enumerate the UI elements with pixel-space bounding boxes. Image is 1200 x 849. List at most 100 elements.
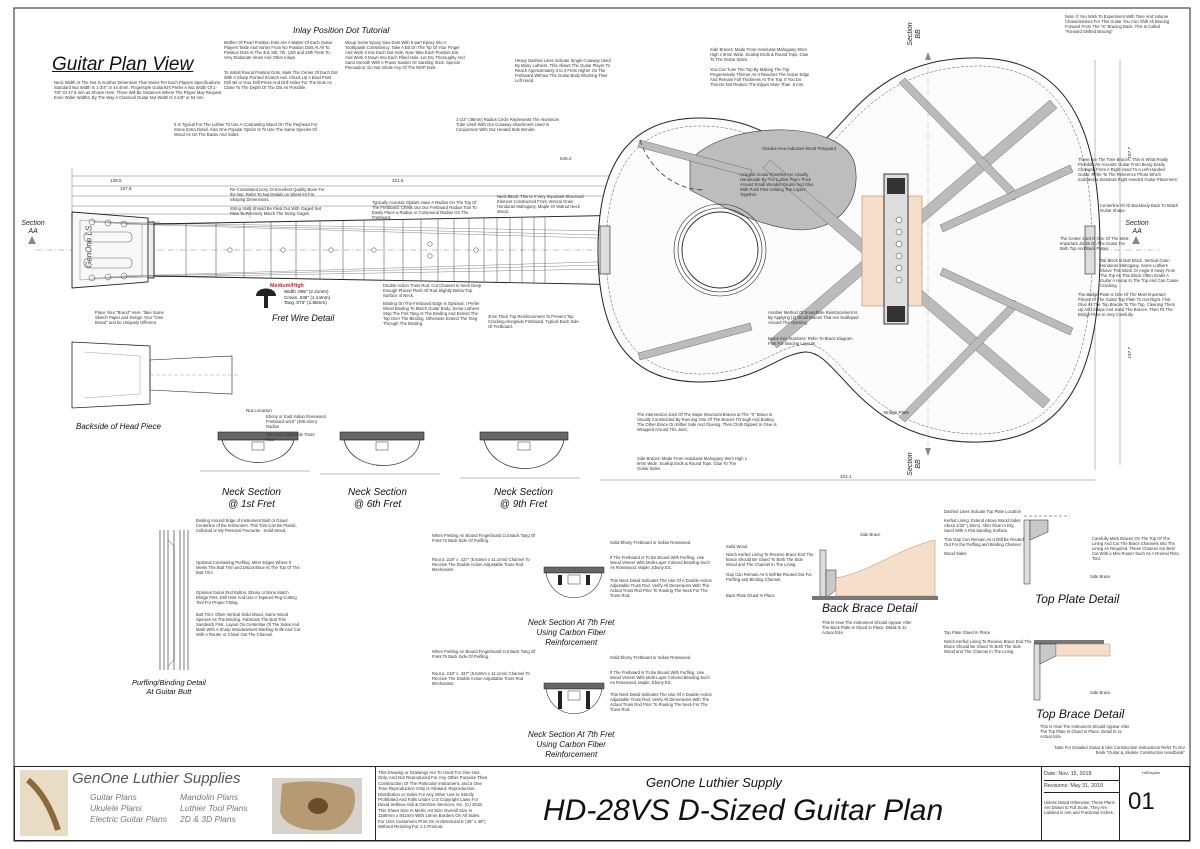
- note-ebony-fretboard: Ebony or East Indian Rosewood Fretboard …: [266, 414, 326, 429]
- note-tp-wood-sides: Wood Sides: [944, 551, 967, 556]
- note-tb-kerfed: Notch Kerfed Lining To Receive Brace End…: [944, 639, 1032, 654]
- link-ukulele-plans[interactable]: Ukulele Plans: [90, 803, 142, 813]
- fret-wire-specs: Medium/High Width .095" (2.41mm) Crown .…: [270, 283, 331, 306]
- supply-name: GenOne Luthier Supply: [646, 775, 782, 790]
- plan-view-title: Guitar Plan View: [52, 54, 194, 75]
- purfling-title-line1: Purfling/Binding Detail: [132, 678, 206, 687]
- link-guitar-plans[interactable]: Guitar Plans: [90, 792, 137, 802]
- note-tb-appearance: This Is How The Instrument Should Appear…: [1040, 724, 1130, 739]
- plan-unless-noted: Unless Noted Otherwise, These Plans Are …: [1044, 800, 1115, 815]
- purfling-title-line2: At Guitar Butt: [146, 687, 192, 696]
- note-handbook: Note For Detailed Guitar & Uke Construct…: [1054, 745, 1185, 755]
- link-2d-3d-plans[interactable]: 2D & 3D Plans: [180, 814, 236, 824]
- tail-block: [1084, 225, 1096, 275]
- neck-7a-line1: Neck Section At 7th Fret: [528, 618, 615, 627]
- note-centerline-back: Centerline Of All Backbody Back To Match…: [1100, 203, 1179, 213]
- note-tp-side-brace: Side Brace: [1090, 574, 1111, 579]
- plan-revisions: Revisions: May 31, 2019: [1044, 783, 1120, 793]
- inlay-tutorial-title: Inlay Position Dot Tutorial: [293, 25, 390, 35]
- title-block: [14, 766, 1190, 841]
- top-plate-graphic: [1023, 515, 1070, 585]
- note-bb-solid-wood: Solid Wood: [726, 544, 748, 549]
- note-bb-back-plate: Back Plate Glued In Place: [726, 593, 775, 598]
- headstock-brand: GenOne LS: [84, 225, 94, 268]
- section-bb-top: Section BB: [907, 22, 922, 46]
- section-bb-bottom: Section BB: [907, 452, 922, 476]
- guitar-body: [597, 57, 1101, 443]
- neck-section-1-line1: Neck Section: [222, 487, 281, 498]
- copyright-notice: This Drawing or Drawings Are To Used For…: [378, 770, 488, 830]
- neck-cf-section-b: [543, 682, 605, 714]
- purfling-title: Purfling/Binding Detail At Guitar Butt: [132, 678, 206, 696]
- neck-section-6-line1: Neck Section: [348, 487, 407, 498]
- note-tail-block: Tail Block Is Butt Block. Vertical Grain…: [1100, 258, 1179, 288]
- backside-head-title: Backside of Head Piece: [76, 422, 161, 431]
- dim-167: 167.8: [120, 186, 132, 191]
- note-cutaway: Heavy Dashed Lines Indicate Single Cutaw…: [515, 58, 611, 83]
- note-forward-shifted: Note: If You Wish To Experiment With Ton…: [1065, 14, 1170, 34]
- title-block-divider-1: [375, 767, 376, 840]
- note-neck-block: Neck Block: This Is A Very Important Str…: [497, 194, 584, 214]
- note-radius-circle: 1-1/2" (38mm) Radius Circle Represents T…: [456, 117, 560, 132]
- note-purfling-2: Optional Contrasting Purfling. Miter Edg…: [196, 560, 300, 575]
- note-tp-lining: Kerfed Lining: Extend Above Wood Sides A…: [944, 518, 1021, 533]
- dim-139: 139.5: [110, 178, 122, 183]
- top-brace-title: Top Brace Detail: [1036, 707, 1125, 721]
- links-left: Guitar Plans Ukulele Plans Electric Guit…: [90, 792, 167, 825]
- bridge: [883, 173, 909, 325]
- link-mandolin-plans[interactable]: Mandolin Plans: [180, 792, 239, 802]
- note-ivory-nut: Re-Constituted Ivory Or Excellent Qualit…: [230, 187, 325, 202]
- note-bb-side-brace: Side Brace: [860, 532, 881, 537]
- soundhole-rosette: [673, 203, 767, 297]
- note-center-joint: The Center Joint Is One Of The Most Impo…: [1060, 236, 1129, 251]
- author-tag: HdDrsplan: [1142, 771, 1160, 775]
- note-bridge-plate: The Bridge Plate Is One Of The Most Impo…: [1078, 292, 1176, 317]
- note-cf-8: Solid Ebony Fretboard or Indian Rosewood…: [610, 655, 692, 660]
- neck-section-6-title: Neck Section @ 6th Fret: [348, 487, 407, 511]
- note-tp-dashed: Dashed Lines Indicate Top Plate Location: [944, 509, 1021, 514]
- plan-date: Date: Nov. 15, 2018: [1044, 771, 1120, 781]
- links-right: Mandolin Plans Luthier Tool Plans 2D & 3…: [180, 792, 248, 825]
- soundhole: [681, 211, 759, 289]
- fret-wire-crown: Crown .045" (1.14mm): [284, 294, 331, 300]
- fret-wire-grade: Medium/High: [270, 283, 304, 289]
- note-bb-appearance: This Is How The Instrument Should Appear…: [822, 620, 912, 635]
- back-brace-title: Back Brace Detail: [822, 601, 918, 615]
- neck-7a-line3: Reinforcement: [545, 638, 598, 647]
- note-peghead: It Is Typical For The Luthier To Use A C…: [174, 122, 318, 137]
- note-cf-2: Rout a .218" x .437" (5.54mm x 11.1mm) C…: [432, 557, 530, 572]
- neck-7b-title: Neck Section At 7th Fret Using Carbon Fi…: [528, 730, 614, 760]
- plan-title: HD-28VS D-Sized Guitar Plan: [543, 794, 944, 827]
- headstock: [71, 211, 149, 289]
- neck-7a-line2: Using Carbon Fiber: [536, 628, 606, 637]
- note-bb-kerfed: Notch Kerfed Lining To Receive Brace End…: [726, 552, 814, 567]
- neck-section-9-line1: Neck Section: [494, 487, 553, 498]
- fret-wire-profile: [256, 288, 276, 308]
- note-cf-7: Rout a .218" x .437" (5.54mm x 11.1mm) C…: [432, 671, 530, 686]
- neck-section-1-line2: @ 1st Fret: [228, 499, 275, 510]
- neck-section-1-title: Neck Section @ 1st Fret: [222, 487, 281, 511]
- note-head-brand: Place Your "Brand" Here. Take Some Sketc…: [95, 310, 164, 325]
- note-cf-9: If The Fretboard Is To Be Bound With Pur…: [610, 670, 710, 685]
- neck-7b-line3: Reinforcement: [545, 750, 598, 759]
- note-string-slots: String Slots Should Be Filed Out With Ga…: [230, 206, 322, 216]
- link-luthier-tool-plans[interactable]: Luthier Tool Plans: [180, 803, 248, 813]
- fret-wire-tang: Tang .073" (1.85mm): [284, 300, 327, 306]
- nut-location-label: Nut Location: [246, 408, 272, 413]
- note-inlay-3: Mixup Some Epoxy Saw Dust With 5-part Ep…: [345, 40, 465, 70]
- dim-321: 321.6: [392, 178, 404, 183]
- link-electric-guitar-plans[interactable]: Electric Guitar Plans: [90, 814, 167, 824]
- back-brace-graphic: [812, 539, 938, 600]
- dim-645: 645.2: [560, 156, 572, 161]
- backside-head: [71, 341, 240, 409]
- company-name: GenOne Luthier Supplies: [72, 770, 241, 787]
- top-plate-title: Top Plate Detail: [1035, 592, 1120, 606]
- note-rosette: Acoustic Guitar Rosettes Are Usually Han…: [740, 172, 814, 197]
- note-tp-channels: Carefully Mark Braces On The Top Of The …: [1092, 536, 1179, 561]
- neck-section-1: [200, 431, 310, 472]
- note-cf-4: If The Fretboard Is To Be Bound With Pur…: [610, 555, 710, 570]
- neck-section-6: [320, 431, 440, 475]
- neck-block: [599, 225, 611, 275]
- note-truss-rod: Double Action Truss Rod. Cut Channel In …: [383, 283, 482, 298]
